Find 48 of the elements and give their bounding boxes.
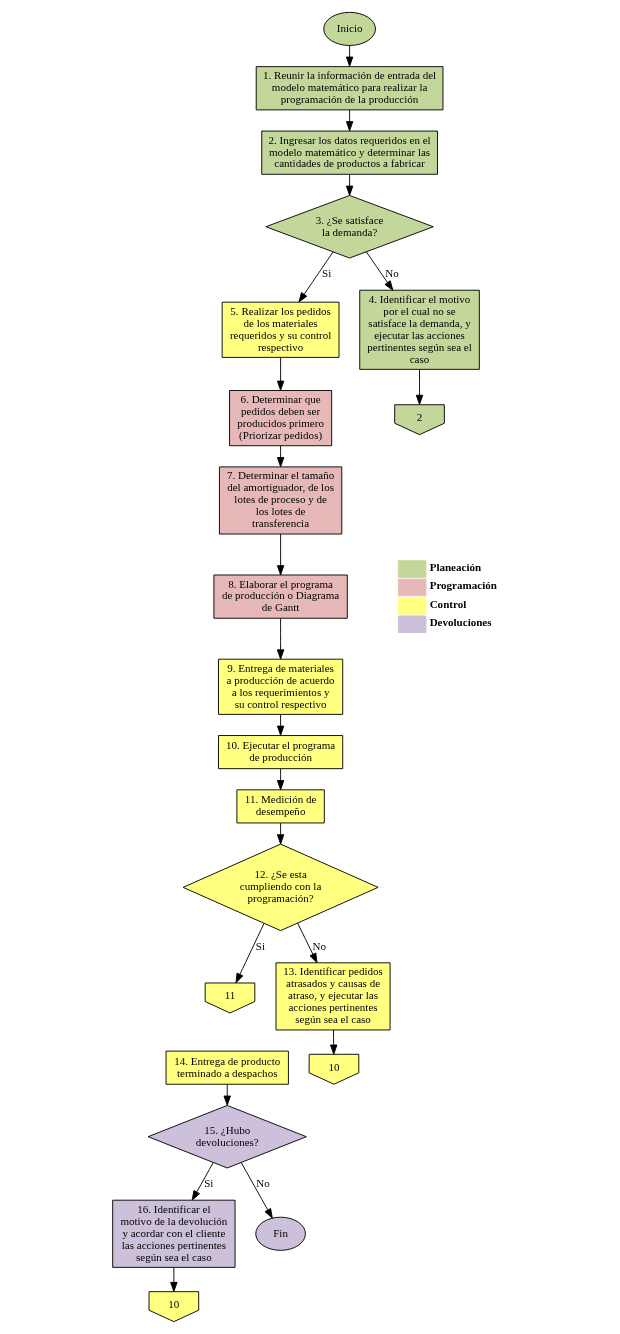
node-ellipse: Inicio xyxy=(322,11,376,46)
arrow xyxy=(276,822,284,845)
arrow xyxy=(235,922,264,984)
node-diamond: 15. ¿Hubo devoluciones? xyxy=(147,1104,307,1169)
arrow xyxy=(240,1162,273,1219)
node-box: 9. Entrega de materiales a producción de acuerdo a los requerimientos y su control respectivo xyxy=(217,658,343,715)
node-box: 5. Realizar los pedidos de los materiales requeridos y su control respectivo xyxy=(221,301,339,358)
arrow xyxy=(169,1266,178,1292)
arrow xyxy=(297,251,334,303)
node-box: 10. Ejecutar el programa de producción xyxy=(217,735,343,770)
node-box: 7. Determinar el tamaño del amortiguador, de los lotes de proceso y de los lotes de transferencia xyxy=(218,466,342,535)
arrow xyxy=(345,109,353,132)
node-diamond: 3. ¿Se satisface la demanda? xyxy=(264,195,434,259)
node-box: 11. Medición de desempeño xyxy=(235,789,325,824)
node-box: 6. Determinar que pedidos deben ser producidos primero (Priorizar pedidos) xyxy=(228,390,332,447)
arrow xyxy=(345,174,353,196)
node-box: 1. Reunir la información de entrada del modelo matemático para realizar la programación de la producción xyxy=(255,66,443,111)
legend-label: Programación xyxy=(429,579,497,592)
arrow xyxy=(365,251,393,291)
legend-label: Control xyxy=(429,597,466,610)
arrow xyxy=(345,45,353,67)
legend-label: Devoluciones xyxy=(429,616,492,629)
edge-label: Si xyxy=(203,1176,213,1189)
node-box: 16. Identificar el motivo de la devolución y acordar con el cliente las acciones pertinentes según sea el caso xyxy=(111,1199,235,1268)
arrow xyxy=(276,768,284,791)
node-ellipse: Fin xyxy=(254,1216,306,1251)
node-box: 2. Ingresar los datos requeridos en el modelo matemático y determinar las cantidades de productos a fabricar xyxy=(260,130,438,175)
edge-label: No xyxy=(255,1176,270,1189)
arrow xyxy=(276,714,284,736)
edge-label: Si xyxy=(321,266,331,279)
arrow xyxy=(329,1029,337,1055)
node-box: 13. Identificar pedidos atrasados y causas de atraso, y ejecutar las acciones pertinentes según sea el caso xyxy=(275,962,391,1031)
edge-label: No xyxy=(312,939,326,952)
edge-label: Si xyxy=(255,939,265,952)
node-box: 8. Elaborar el programa de producción o Diagrama de Gantt xyxy=(212,574,348,619)
arrow xyxy=(191,1162,214,1201)
edge-label: No xyxy=(384,266,399,279)
legend-label: Planeación xyxy=(429,560,481,573)
arrow xyxy=(415,368,423,405)
node-box: 4. Identificar el motivo por el cual no se satisface la demanda, y ejecutar las acciones pertinentes según sea el caso xyxy=(358,289,480,370)
arrow xyxy=(296,922,317,964)
arrow xyxy=(276,445,284,468)
arrow xyxy=(276,533,284,576)
arrow xyxy=(276,357,284,391)
arrow xyxy=(223,1084,231,1106)
node-box: 14. Entrega de producto terminado a despachos xyxy=(165,1050,289,1085)
node-diamond: 12. ¿Se esta cumpliendo con la programación? xyxy=(182,843,379,932)
arrow xyxy=(276,618,284,660)
